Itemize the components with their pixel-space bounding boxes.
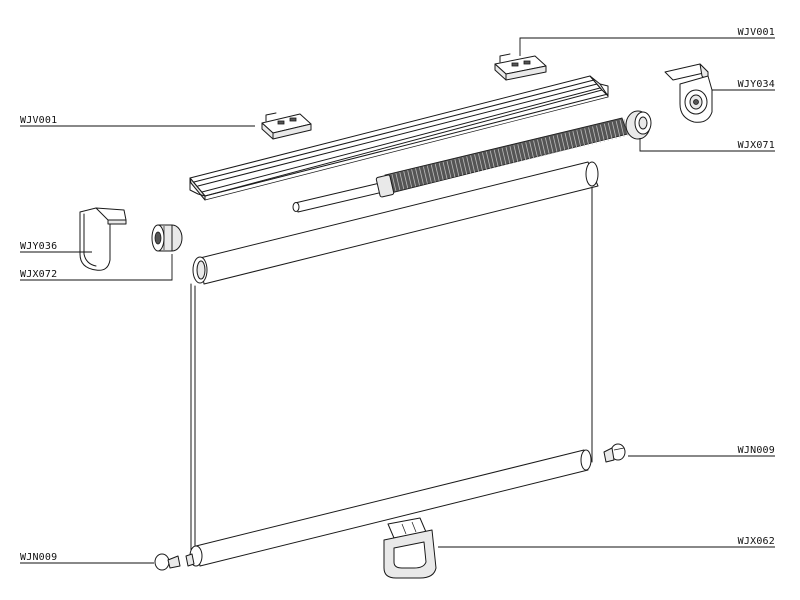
label-wjx071: WJX071: [738, 140, 775, 151]
bottom-end-cap-right: [603, 443, 626, 463]
label-wjx062: WJX062: [738, 536, 775, 547]
label-wjn009-left: WJN009: [20, 552, 57, 563]
mounting-clip-top: [494, 53, 547, 81]
label-wjx072: WJX072: [20, 269, 57, 280]
leader-lines: [20, 37, 775, 564]
label-wjv001-left: WJV001: [20, 115, 57, 126]
clutch-spring-tube: [292, 110, 652, 213]
end-cap-bracket: [79, 207, 127, 271]
part-labels: WJV001 WJY034 WJV001 WJX071 WJY036 WJX07…: [20, 27, 775, 563]
label-wjy034: WJY034: [738, 79, 775, 90]
label-wjv001-top: WJV001: [738, 27, 775, 38]
label-wjy036: WJY036: [20, 241, 57, 252]
headrail: [189, 75, 609, 201]
control-bracket: [664, 63, 713, 123]
bottom-end-cap-left: [154, 553, 195, 571]
roller-fabric: [189, 161, 599, 567]
label-wjn009-right: WJN009: [738, 445, 775, 456]
mounting-clip-left: [261, 112, 312, 140]
idler-end-plug: [151, 224, 183, 252]
pull-handle: [383, 517, 437, 579]
